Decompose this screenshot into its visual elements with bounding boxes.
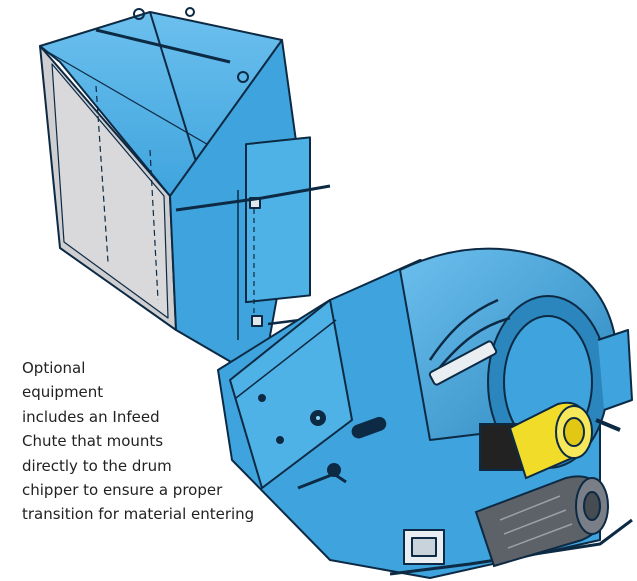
feed-plate bbox=[229, 299, 353, 489]
infeed-chute bbox=[39, 7, 331, 381]
lifting-eye bbox=[237, 71, 249, 83]
caption-line: transition for material entering bbox=[22, 505, 255, 524]
gray-electric-motor bbox=[474, 475, 609, 568]
caption-text: Optional equipment includes an Infeed Ch… bbox=[22, 356, 382, 527]
caption-line: includes an Infeed bbox=[22, 407, 160, 426]
caption-line: directly to the drum bbox=[22, 456, 172, 475]
caption-line: Optional bbox=[22, 359, 86, 377]
adjust-lever bbox=[297, 472, 347, 490]
caption-line: equipment bbox=[22, 383, 104, 402]
hydraulic-cylinder bbox=[428, 340, 498, 386]
caption-line: Chute that mounts bbox=[22, 432, 164, 451]
lifting-eye bbox=[185, 7, 195, 17]
chipper-housing bbox=[217, 247, 633, 579]
hydraulic-hoses bbox=[428, 298, 511, 373]
chute-access-door bbox=[245, 136, 311, 304]
lifting-eye bbox=[133, 8, 145, 20]
caption-line: chipper to ensure a proper bbox=[22, 481, 223, 500]
yellow-drive-motor bbox=[479, 401, 593, 480]
